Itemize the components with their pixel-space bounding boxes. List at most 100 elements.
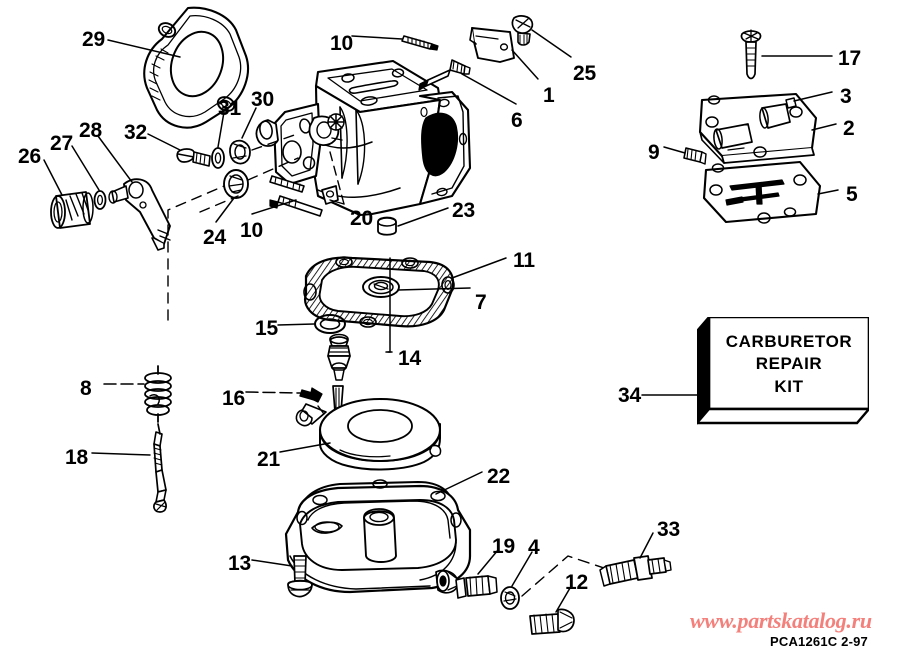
part-30-nut (229, 139, 251, 165)
leader-20 (329, 151, 345, 205)
leader-26 (43, 159, 63, 196)
repair-kit-label: CARBURETOR REPAIR KIT (709, 331, 869, 398)
callout-fuel-fitting: 33 (657, 518, 680, 541)
part-16-float-hinge-pin (299, 387, 323, 403)
part-6-screw (418, 59, 471, 91)
part-29-flange-gasket (143, 6, 250, 129)
leader-21 (279, 442, 331, 453)
callout-flat-washer: 31 (218, 97, 241, 120)
leader-10b (251, 199, 297, 215)
callout-welch-plug: 23 (452, 199, 475, 222)
kit-line-1: CARBURETOR (725, 332, 853, 351)
part-32-screw (176, 148, 211, 167)
callout-plug: 9 (648, 141, 660, 164)
construction-line-a (251, 132, 301, 151)
callout-pump-fitting: 3 (840, 85, 852, 108)
callout-screw: 6 (511, 109, 523, 132)
leader-7 (397, 287, 471, 291)
part-24-lock-washer (223, 169, 249, 199)
part-7-nozzle-well (362, 276, 400, 298)
part-22-float-bowl (284, 479, 472, 594)
callout-washer: 27 (50, 132, 73, 155)
leader-6 (461, 73, 517, 105)
part-21-float (295, 397, 442, 471)
leader-31 (217, 111, 225, 148)
leader-24 (215, 197, 235, 223)
part-1-link-bracket (469, 27, 515, 63)
leader-9 (663, 146, 686, 154)
callout-drain-screw: 19 (492, 535, 515, 558)
callout-idle-mixture-needle: 18 (65, 446, 88, 469)
leader-15 (277, 323, 315, 326)
kit-line-3: KIT (774, 376, 804, 396)
drawing-code: PCA1261C 2-97 (770, 634, 868, 649)
leader-29 (107, 39, 181, 58)
leader-3 (793, 91, 833, 102)
leader-10a (351, 35, 403, 40)
part-8-spring (144, 365, 172, 423)
leader-25 (531, 29, 572, 58)
kit-line-2: REPAIR (755, 354, 823, 374)
part-10a-pin (401, 35, 439, 51)
part-10b-pins (269, 175, 323, 217)
leader-32 (147, 133, 181, 151)
part-33-fuel-fitting (599, 555, 672, 587)
callout-throttle-lever: 28 (79, 119, 102, 142)
callout-nut: 25 (573, 62, 596, 85)
part-28-throttle-lever (108, 178, 171, 251)
leader-13 (251, 559, 293, 567)
callout-throttle-shaft-pin: 10 (330, 32, 353, 55)
callout-pump-cover-screw: 17 (838, 47, 861, 70)
callout-bowl-screw: 13 (228, 552, 251, 575)
leader-30 (241, 107, 257, 139)
callout-bushing: 26 (18, 145, 41, 168)
leader-16 (245, 391, 301, 394)
callout-nozzle-well: 7 (475, 291, 487, 314)
part-18-idle-mixture-needle (153, 423, 167, 513)
callout-screw: 32 (124, 121, 147, 144)
leader-5 (817, 189, 839, 195)
part-26-bushing (50, 191, 94, 229)
callout-carburetor-repair-kit: 34 (618, 384, 641, 407)
callout-pump-diaphragm: 5 (846, 183, 858, 206)
leader-33 (639, 532, 654, 559)
leader-22 (435, 471, 483, 495)
leader-28 (97, 135, 133, 183)
construction-line-e (521, 555, 617, 597)
part-4-washer (500, 586, 520, 610)
callout-fuel-pump-cover: 2 (843, 117, 855, 140)
leader-4 (511, 551, 533, 587)
carburetor-repair-kit-box: CARBURETOR REPAIR KIT (697, 317, 869, 427)
construction-line-b (247, 157, 299, 181)
leader-23 (397, 207, 449, 227)
callout-lock-washer: 24 (203, 226, 226, 249)
callout-flange-gasket: 29 (82, 28, 105, 51)
callout-float: 21 (257, 448, 280, 471)
callout-bowl-gasket: 11 (513, 249, 535, 272)
part-25-nut (511, 15, 534, 46)
callout-o-ring: 15 (255, 317, 278, 340)
part-12-plug (529, 608, 575, 635)
part-19-drain-screw (455, 575, 498, 599)
part-13-bowl-screw (287, 555, 313, 598)
callout-inlet-needle-seat: 14 (398, 347, 421, 370)
callout-float-hinge-pin: 16 (222, 387, 245, 410)
leader-27 (71, 145, 100, 191)
part-11-bowl-gasket (303, 256, 455, 328)
leader-2 (811, 123, 837, 131)
callout-carburetor-body: 20 (350, 207, 373, 230)
callout-plug: 12 (565, 571, 588, 594)
callout-spring: 8 (80, 377, 92, 400)
construction-line-d (199, 195, 239, 213)
callout-throttle-shaft-pin: 10 (240, 219, 263, 242)
part-15-o-ring (314, 314, 346, 334)
leader-11 (451, 257, 507, 279)
part-9-plug (683, 147, 707, 165)
leader-19 (477, 549, 499, 575)
construction-line-c (167, 185, 225, 321)
callout-nut: 30 (251, 88, 274, 111)
part-20-carburetor-body (255, 59, 472, 217)
part-27-washer (93, 190, 107, 210)
